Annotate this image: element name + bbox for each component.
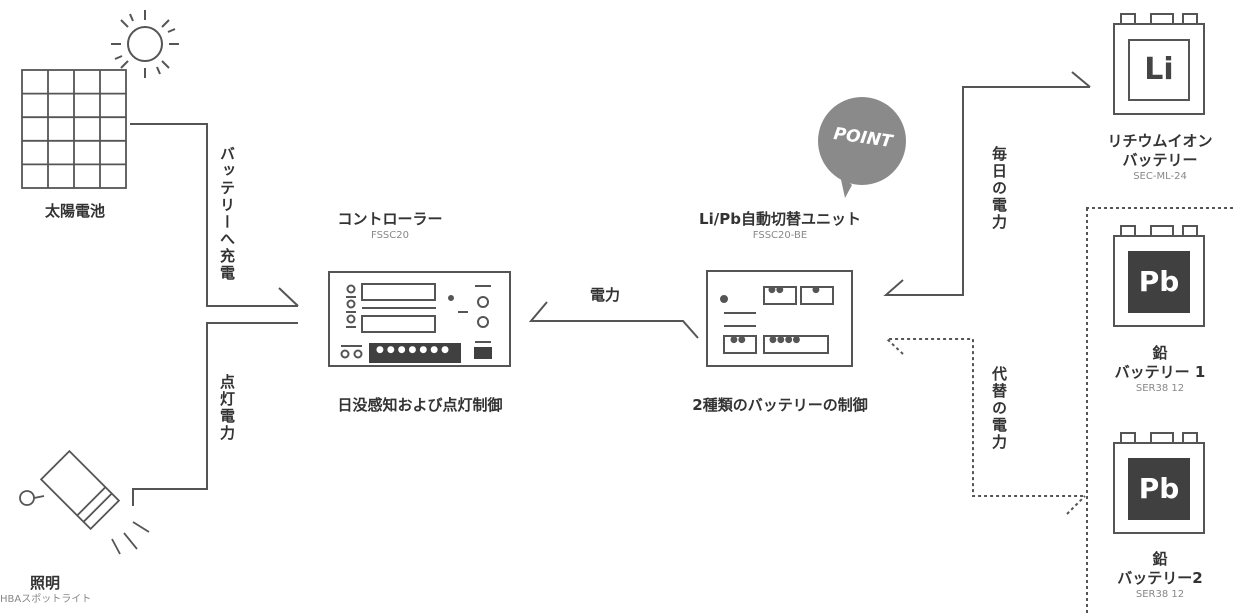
backup-power-label: 代替の電力 — [990, 366, 1008, 451]
battery-symbol-pb: Pb — [1138, 265, 1180, 298]
power-label: 電力 — [590, 286, 621, 304]
controller-caption: 日没感知および点灯制御 — [337, 396, 503, 414]
switcher-caption: 2種類のバッテリーの制御 — [692, 396, 868, 414]
terminal-dots: ●● — [768, 285, 784, 295]
battery-pb1-name-2: バッテリー 1 — [1114, 363, 1206, 381]
battery-li-name-2: バッテリー — [1122, 151, 1198, 169]
battery-pb1-label-group: 鉛 バッテリー 1 SER38 12 — [1090, 344, 1230, 395]
battery-pb1-name-1: 鉛 — [1152, 344, 1168, 362]
wire-charge — [130, 123, 299, 307]
lighting-power-label: 点灯電力 — [218, 374, 236, 442]
switcher-device — [706, 270, 853, 367]
controller-title-group: コントローラー FSSC20 — [320, 210, 460, 242]
battery-li-model: SEC-ML-24 — [1133, 171, 1187, 182]
wire-power — [528, 301, 699, 339]
light-model: HBAスポットライト — [0, 594, 92, 605]
switcher-model: FSSC20-BE — [752, 230, 808, 241]
battery-symbol-pb: Pb — [1138, 472, 1180, 505]
controller-name: コントローラー — [337, 210, 443, 228]
controller-device — [328, 271, 511, 367]
switcher-name: Li/Pb自動切替ユニット — [699, 210, 861, 228]
terminal-dots: ●●●● — [769, 335, 801, 345]
terminal-dots: ●●●●●●● — [376, 345, 452, 355]
solar-panel-icon — [21, 69, 127, 189]
wire-lighting-power — [132, 322, 298, 506]
battery-pb2-model: SER38 12 — [1135, 589, 1185, 600]
battery-pb-2 — [1113, 432, 1205, 534]
light-label-group: 照明 HBAスポットライト — [0, 574, 92, 606]
wire-backup-power — [884, 207, 1234, 616]
battery-pb2-name-1: 鉛 — [1152, 550, 1168, 568]
daily-power-label: 毎日の電力 — [990, 146, 1008, 231]
battery-symbol-li: Li — [1144, 52, 1174, 87]
battery-pb2-label-group: 鉛 バッテリー2 SER38 12 — [1090, 550, 1230, 601]
solar-label: 太陽電池 — [44, 202, 105, 220]
battery-li-name-1: リチウムイオン — [1107, 132, 1213, 150]
charge-label: バッテリーへ充電 — [218, 146, 236, 282]
battery-pb2-name-2: バッテリー2 — [1117, 569, 1203, 587]
terminal-dots: ● — [812, 285, 820, 295]
sun-icon — [111, 10, 179, 78]
battery-pb1-model: SER38 12 — [1135, 383, 1185, 394]
point-badge — [818, 97, 906, 198]
terminal-dots: ●● — [730, 335, 746, 345]
wire-daily-power — [883, 71, 1091, 296]
light-label: 照明 — [29, 574, 60, 592]
spotlight-icon — [19, 449, 150, 555]
battery-li-label-group: リチウムイオン バッテリー SEC-ML-24 — [1090, 132, 1230, 183]
switcher-title-group: Li/Pb自動切替ユニット FSSC20-BE — [680, 210, 880, 242]
battery-pb-1 — [1113, 225, 1205, 327]
battery-li — [1113, 13, 1205, 115]
controller-model: FSSC20 — [371, 230, 409, 241]
